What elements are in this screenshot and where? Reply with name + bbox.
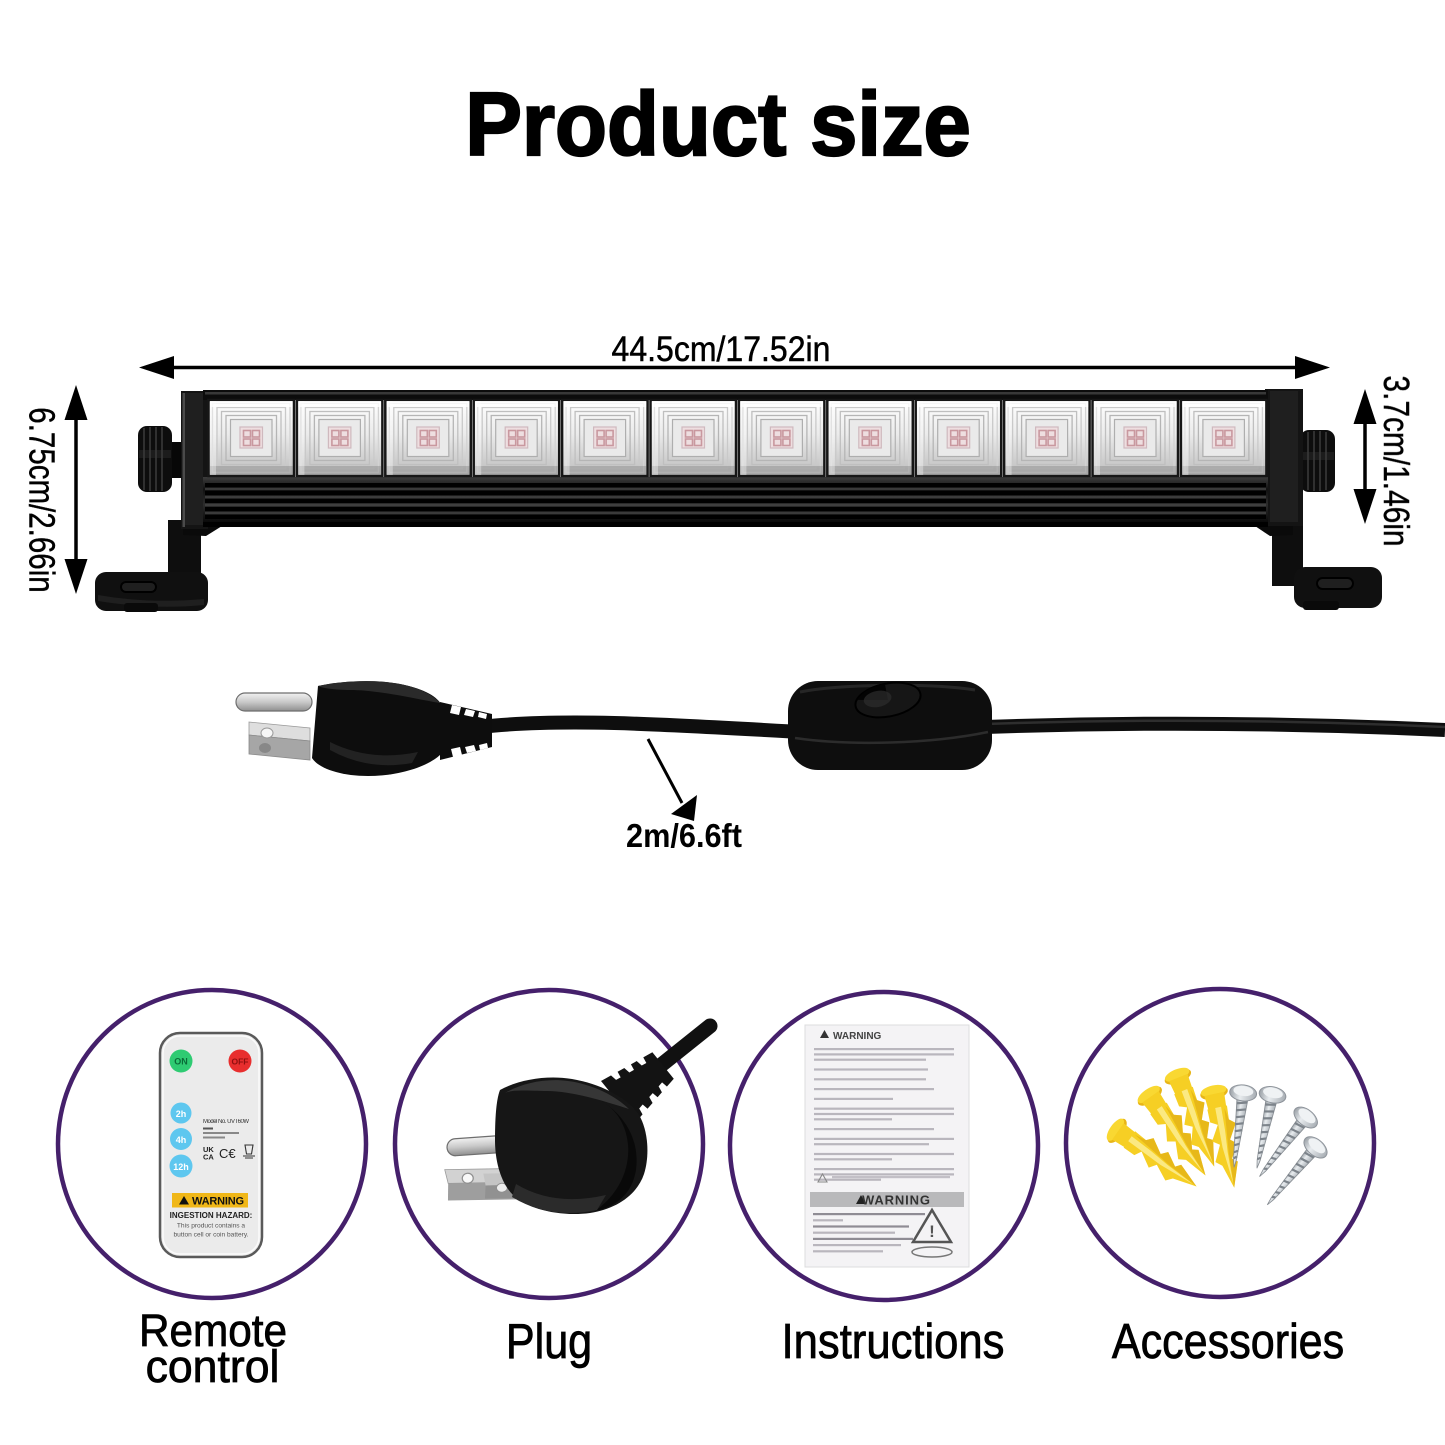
svg-text:WARNING: WARNING (192, 1196, 244, 1208)
svg-text:OFF: OFF (232, 1057, 249, 1067)
svg-text:Instructions: Instructions (782, 1314, 1005, 1369)
svg-text:INGESTION HAZARD:: INGESTION HAZARD: (170, 1211, 253, 1220)
svg-text:4h: 4h (176, 1135, 187, 1145)
svg-text:3.7cm/1.46in: 3.7cm/1.46in (1375, 375, 1415, 546)
svg-text:Plug: Plug (506, 1313, 592, 1368)
svg-text:!: ! (929, 1222, 935, 1241)
svg-text:2m/6.6ft: 2m/6.6ft (626, 817, 742, 854)
svg-text:Product size: Product size (465, 74, 971, 175)
svg-text:C€: C€ (219, 1146, 236, 1161)
svg-text:Remote: Remote (139, 1306, 287, 1357)
svg-text:ON: ON (174, 1057, 188, 1067)
svg-text:control: control (146, 1341, 280, 1393)
svg-text:12h: 12h (173, 1162, 189, 1172)
svg-text:6.75cm/2.66in: 6.75cm/2.66in (22, 407, 62, 592)
svg-text:Accessories: Accessories (1112, 1313, 1344, 1368)
svg-text:WARNING: WARNING (833, 1031, 882, 1042)
svg-text:44.5cm/17.52in: 44.5cm/17.52in (612, 331, 831, 370)
svg-text:WARNING: WARNING (862, 1193, 930, 1208)
svg-text:UK: UK (203, 1145, 214, 1154)
svg-text:CA: CA (203, 1153, 214, 1162)
svg-text:Model No. UVT60W: Model No. UVT60W (203, 1119, 249, 1125)
svg-text:This product contains a: This product contains a (177, 1223, 246, 1230)
svg-text:button cell or coin battery.: button cell or coin battery. (173, 1232, 248, 1239)
svg-text:2h: 2h (176, 1109, 187, 1119)
